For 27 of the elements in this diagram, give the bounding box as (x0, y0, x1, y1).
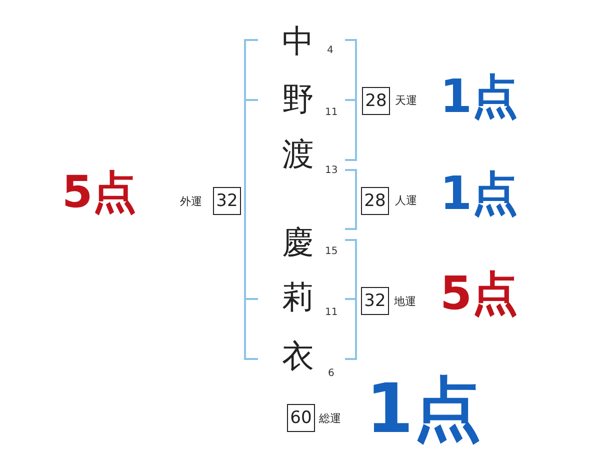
stroke-count: 11 (325, 308, 338, 318)
stroke-count: 15 (325, 247, 338, 257)
total-box: 32 (361, 287, 389, 315)
score-text: 1点 (440, 170, 518, 216)
score-text: 1点 (440, 73, 518, 119)
score-text: 5点 (440, 270, 518, 316)
name-character: 野 (281, 83, 315, 115)
total-box: 28 (361, 187, 389, 215)
stroke-count: 4 (327, 46, 334, 56)
name-character: 衣 (281, 340, 315, 372)
stroke-count: 13 (325, 166, 338, 176)
total-box: 28 (362, 87, 390, 115)
fortune-label: 天運 (395, 95, 417, 106)
fortune-label: 外運 (180, 196, 202, 207)
fortune-label: 総運 (319, 413, 341, 424)
stroke-count: 6 (328, 369, 334, 379)
name-character: 慶 (281, 226, 315, 258)
name-character: 渡 (281, 138, 315, 170)
total-box: 60 (287, 404, 315, 432)
name-character: 莉 (281, 281, 315, 313)
fortune-label: 地運 (394, 296, 416, 307)
stroke-count: 11 (325, 108, 338, 118)
score-text: 1点 (366, 376, 482, 444)
name-character: 中 (281, 25, 315, 57)
score-text: 5点 (62, 171, 137, 215)
total-box: 32 (213, 187, 241, 215)
fortune-label: 人運 (395, 195, 417, 206)
